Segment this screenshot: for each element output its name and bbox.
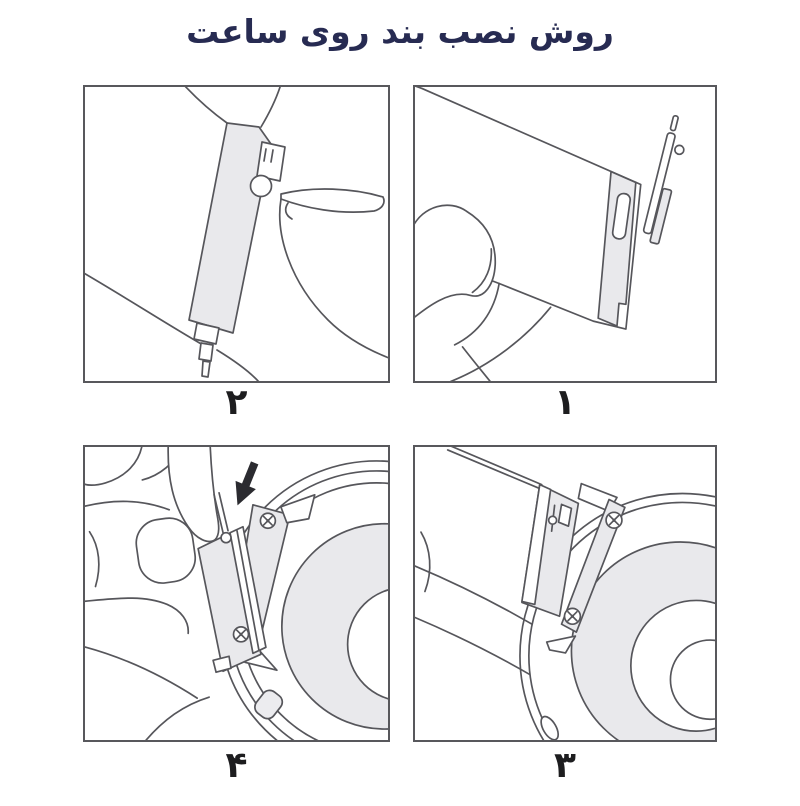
step-panel-3: [413, 445, 717, 742]
step-panel-1: [413, 85, 717, 383]
press-arrow-icon: [235, 461, 259, 506]
illustration-step-1-insert-spring-bar: [415, 87, 685, 381]
step-panel-2: [83, 85, 390, 383]
step-number-4: ۴: [225, 745, 248, 786]
step-number-2: ۲: [225, 382, 248, 423]
illustration-step-4-press-to-lock: [85, 447, 388, 740]
step-number-1: ۱: [554, 382, 576, 423]
page-title: روش نصب بند روی ساعت: [186, 12, 614, 51]
step-number-3: ۳: [554, 745, 576, 786]
steps-grid: ۱ ۲: [83, 85, 717, 806]
illustration-step-3-hook-into-lug: [415, 447, 715, 740]
step-panel-4: [83, 445, 390, 742]
illustration-step-2-push-pin: [85, 87, 388, 381]
